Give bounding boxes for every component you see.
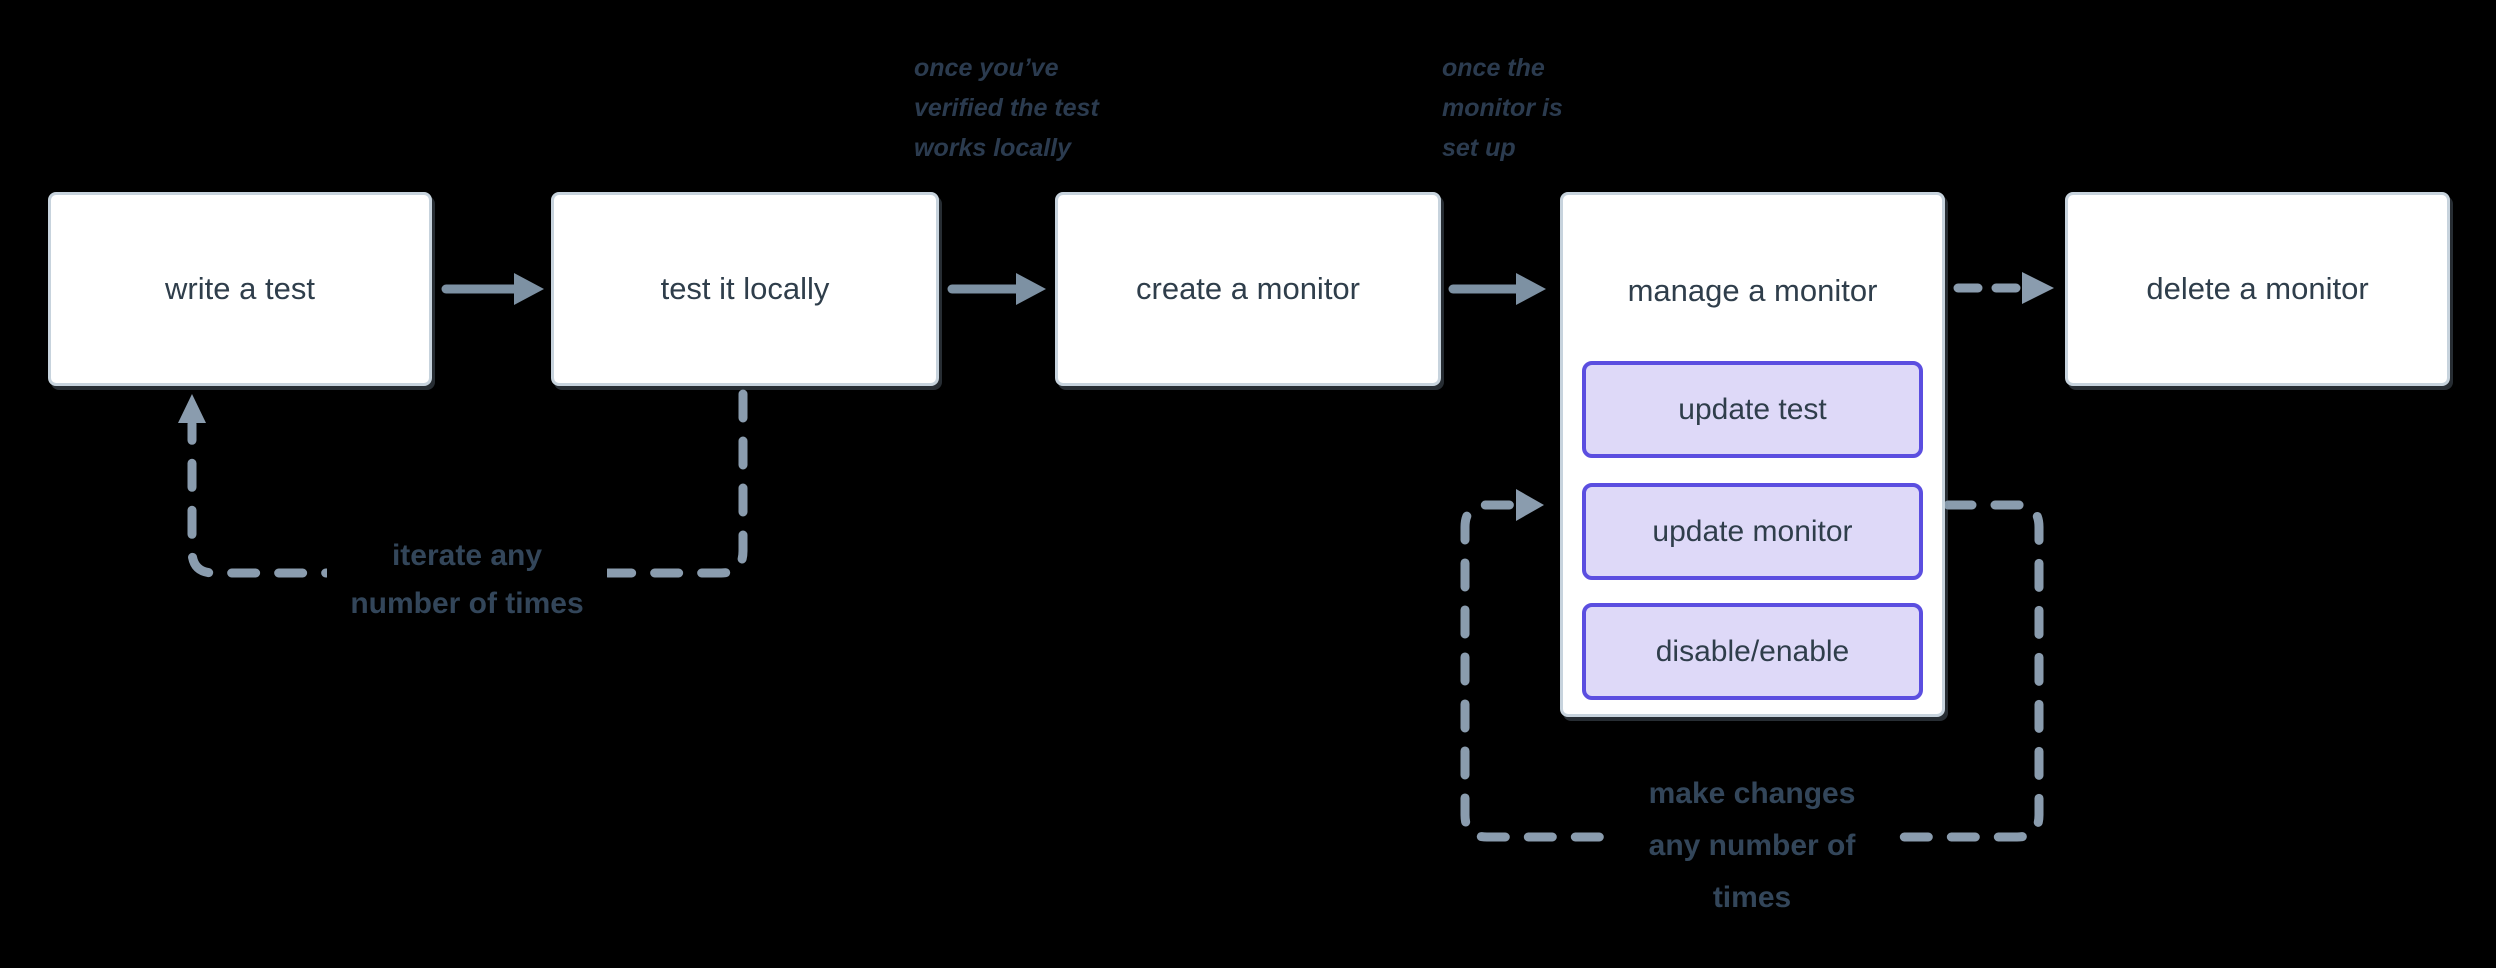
dashed-arrow-manage-to-delete bbox=[1953, 272, 2054, 304]
action-disable-enable: disable/enable bbox=[1582, 603, 1923, 700]
arrow-create-to-manage bbox=[1448, 273, 1546, 305]
action-update-monitor: update monitor bbox=[1582, 483, 1923, 580]
make-changes-loop-arrow bbox=[1460, 489, 2044, 842]
node-label: write a test bbox=[165, 271, 315, 306]
loop-label-line: any number of bbox=[1648, 829, 1856, 862]
node-label: create a monitor bbox=[1136, 271, 1360, 306]
node-write-a-test: write a test bbox=[48, 192, 432, 386]
node-label: delete a monitor bbox=[2146, 271, 2369, 306]
loop-label-line: make changes bbox=[1648, 777, 1856, 810]
iterate-loop-label: iterate any number of times bbox=[327, 530, 607, 630]
annotation-line: set up bbox=[1442, 134, 1516, 162]
node-label: manage a monitor bbox=[1627, 273, 1878, 308]
loop-label-line: number of times bbox=[350, 587, 584, 620]
action-update-test: update test bbox=[1582, 361, 1923, 458]
node-test-it-locally: test it locally bbox=[551, 192, 939, 386]
annotation-setup-note: once the monitor is set up bbox=[1442, 48, 1563, 168]
node-delete-a-monitor: delete a monitor bbox=[2065, 192, 2450, 386]
node-manage-a-monitor: manage a monitor update test update moni… bbox=[1560, 192, 1945, 717]
annotation-line: once you’ve bbox=[914, 54, 1059, 82]
node-label: test it locally bbox=[660, 271, 830, 306]
annotation-line: verified the test bbox=[914, 94, 1099, 122]
loop-label-line: times bbox=[1712, 881, 1792, 914]
annotation-line: monitor is bbox=[1442, 94, 1563, 122]
make-changes-loop-label: make changes any number of times bbox=[1612, 768, 1892, 924]
annotation-verified-note: once you’ve verified the test works loca… bbox=[914, 48, 1099, 168]
arrow-test-to-create bbox=[947, 273, 1046, 305]
node-create-a-monitor: create a monitor bbox=[1055, 192, 1441, 386]
annotation-line: works locally bbox=[914, 134, 1072, 162]
loop-label-line: iterate any bbox=[391, 539, 543, 572]
annotation-line: once the bbox=[1442, 54, 1545, 82]
arrow-write-to-test bbox=[441, 273, 544, 305]
